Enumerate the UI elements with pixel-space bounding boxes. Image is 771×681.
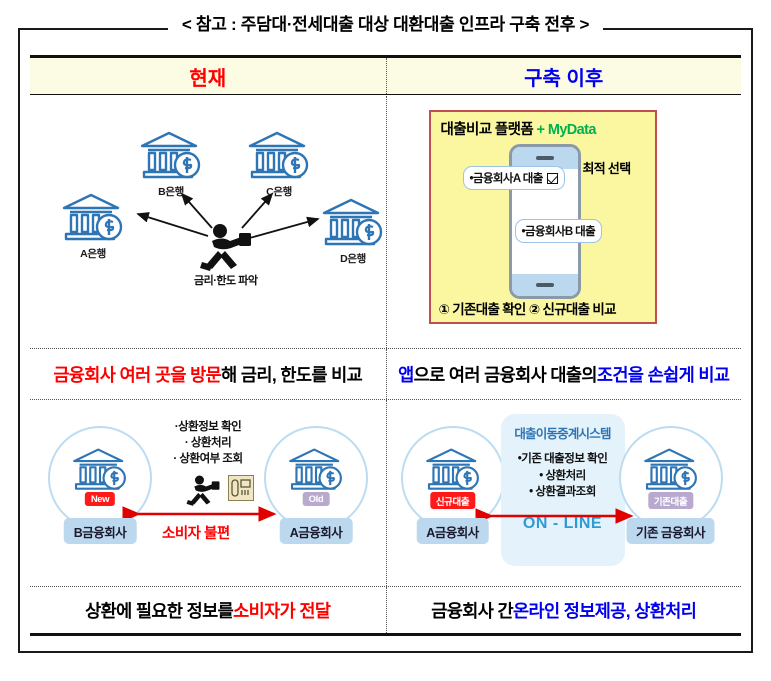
diagram-row-top: A은행 (30, 96, 741, 348)
after-bottom-cell: 신규대출 A금융회사 대출이동중계시스템 •기존 대출정보 확인 • 상환처리 … (385, 400, 742, 586)
before-caption-highlight: 금융회사 여러 곳을 방문 (53, 364, 222, 385)
before-bottom-caption-cell: 상환에 필요한 정보를 소비자가 전달 (30, 587, 386, 633)
institution-node-new: 신규대출 A금융회사 (400, 426, 505, 544)
before-bottom-cell: New B금융회사 ·상환정보 확인 · 상환처리 · 상환여부 조회 (30, 400, 386, 586)
consumer-burden-label: 소비자 불편 (162, 526, 230, 542)
relay-line-2: • 상환처리 (539, 469, 586, 482)
institution-name: A금융회사 (279, 518, 353, 544)
after-bottom-caption-cell: 금융회사 간 온라인 정보제공, 상환처리 (385, 587, 742, 633)
institution-node-existing: 기존대출 기존 금융회사 (618, 426, 723, 544)
institution-name: 기존 금융회사 (626, 518, 715, 544)
repayment-info-list: ·상환정보 확인 · 상환처리 · 상환여부 조회 (134, 420, 282, 468)
institution-node-b: New B금융회사 (48, 426, 152, 544)
after-caption-tail: 조건을 손쉽게 비교 (596, 364, 730, 385)
table-header-row: 현재 구축 이후 (30, 55, 741, 95)
before-bottom-caption-highlight: 소비자가 전달 (233, 600, 331, 621)
header-current: 현재 (189, 67, 227, 90)
institution-node-a: Old A금융회사 (264, 426, 368, 544)
after-bottom-caption: 금융회사 간 온라인 정보제공, 상환처리 (387, 587, 742, 633)
runner-label: 금리·한도 파악 (194, 275, 258, 287)
relay-line-1: •기존 대출정보 확인 (517, 453, 608, 465)
institution-name: B금융회사 (63, 518, 137, 544)
bank-icon (62, 193, 123, 241)
after-bottom-caption-lead: 금융회사 간 (431, 600, 513, 621)
institution-name: A금융회사 (416, 518, 489, 544)
badge-existing-loan: 기존대출 (647, 492, 694, 509)
bank-label: D은행 (340, 253, 366, 265)
relay-title: 대출이동중계시스템 (514, 427, 611, 441)
header-after: 구축 이후 (385, 58, 742, 94)
online-label: ON - LINE (522, 515, 603, 533)
bank-node-c: C은행 (246, 129, 312, 199)
phone-home-bar (511, 274, 578, 296)
caption-row-bottom: 상환에 필요한 정보를 소비자가 전달 금융회사 간 온라인 정보제공, 상환처… (30, 586, 741, 636)
info-line-2: · 상환처리 (184, 436, 232, 449)
after-caption-middle: 으로 여러 금융회사 대출의 (413, 364, 598, 385)
bank-icon (322, 198, 383, 246)
bank-node-b: B은행 (138, 129, 204, 199)
telephone-icon (228, 475, 254, 501)
checkbox-checked-icon[interactable] (546, 172, 558, 184)
after-bottom-caption-highlight: 온라인 정보제공, 상환처리 (512, 600, 697, 621)
bank-label: B은행 (158, 186, 184, 198)
panel-footer-steps: ① 기존대출 확인 ② 신규대출 비교 (438, 302, 617, 317)
phone-speaker-bar (511, 147, 578, 169)
panel-title-main: 대출비교 플랫폼 (440, 122, 534, 138)
bank-icon (248, 131, 309, 179)
loan-transfer-relay-system: 대출이동중계시스템 •기존 대출정보 확인 • 상환처리 • 상환결과조회 ON… (500, 414, 625, 566)
before-caption-rest: 해 금리, 한도를 비교 (221, 364, 363, 385)
bank-node-d: D은행 (320, 196, 386, 266)
bank-icon (641, 446, 701, 499)
loan-option-a-label: •금융회사A 대출 (469, 173, 544, 185)
badge-new: New (84, 492, 116, 506)
bank-icon (423, 446, 483, 499)
best-choice-label: 최적 선택 (582, 161, 632, 176)
before-bottom-caption-lead: 상환에 필요한 정보를 (85, 600, 234, 621)
before-bottom-caption: 상환에 필요한 정보를 소비자가 전달 (30, 587, 386, 633)
running-person-icon: 금리·한도 파악 (194, 222, 258, 287)
loan-option-a[interactable]: •금융회사A 대출 (462, 166, 565, 190)
after-diagram-cell: 대출비교 플랫폼 + MyData •금융회사A 대출 •금융회사B 대출 최적… (385, 96, 742, 348)
table-body: A은행 (30, 96, 741, 670)
bank-icon (286, 446, 346, 499)
comparison-table: 현재 구축 이후 (18, 55, 753, 95)
badge-new-loan: 신규대출 (429, 492, 476, 509)
bank-label: A은행 (80, 248, 106, 260)
bank-node-a: A은행 (60, 191, 126, 261)
panel-title-plus: + (533, 122, 548, 138)
after-caption-lead: 앱 (398, 364, 414, 385)
bank-icon (70, 446, 130, 499)
loan-compare-platform-panel: 대출비교 플랫폼 + MyData •금융회사A 대출 •금융회사B 대출 최적… (428, 110, 657, 324)
panel-title-mydata: MyData (547, 122, 597, 138)
panel-title: 대출비교 플랫폼 + MyData (440, 118, 597, 139)
before-diagram-cell: A은행 (30, 96, 386, 348)
info-line-3: · 상환여부 조회 (173, 452, 243, 465)
loan-option-b-label: •금융회사B 대출 (521, 226, 596, 238)
loan-option-b[interactable]: •금융회사B 대출 (514, 219, 603, 243)
relay-info-list: •기존 대출정보 확인 • 상환처리 • 상환결과조회 (501, 451, 625, 501)
running-person-icon (184, 474, 224, 513)
info-line-1: ·상환정보 확인 (174, 421, 242, 433)
bank-icon (140, 131, 201, 179)
bank-label: C은행 (266, 186, 292, 198)
diagram-row-bottom: New B금융회사 ·상환정보 확인 · 상환처리 · 상환여부 조회 (30, 400, 741, 586)
relay-line-3: • 상환결과조회 (529, 486, 596, 499)
badge-old: Old (302, 492, 330, 506)
